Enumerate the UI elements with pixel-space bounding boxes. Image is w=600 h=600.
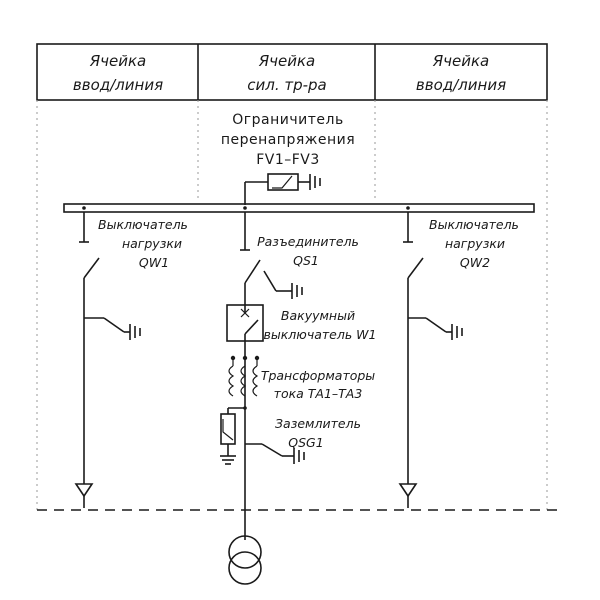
left-switch-label-line1: Выключатель bbox=[98, 217, 188, 232]
header-frame bbox=[36, 43, 548, 101]
bus-tap-dot bbox=[82, 206, 86, 210]
left-switch-label-line3: QW1 bbox=[139, 255, 169, 270]
earth-switch-blade bbox=[425, 317, 447, 333]
power-transformer-winding-icon bbox=[228, 551, 262, 585]
cable-termination-icon bbox=[398, 483, 418, 498]
surge-arrester-label: Ограничитель перенапряжения FV1–FV3 bbox=[221, 112, 355, 168]
ct-terminal-dot bbox=[242, 355, 248, 361]
ct-label-line1: Трансформаторы bbox=[261, 368, 375, 383]
earth-switch-blade bbox=[263, 270, 277, 292]
vacuum-breaker-label-line1: Вакуумный bbox=[281, 308, 355, 323]
surge-arrester-label-line3: FV1–FV3 bbox=[256, 152, 320, 168]
header-table: Ячейка ввод/линия Ячейка сил. тр-ра Ячей… bbox=[36, 43, 548, 101]
earthing-switch-label-line2: QSG1 bbox=[288, 435, 323, 450]
earth-switch-blade bbox=[261, 443, 283, 457]
right-feeder: Выключатель нагрузки QW2 bbox=[398, 212, 519, 508]
disconnector-blade bbox=[244, 259, 261, 284]
right-switch-label-line1: Выключатель bbox=[429, 217, 519, 232]
surge-arrester-symbol bbox=[244, 173, 321, 205]
left-feeder: Выключатель нагрузки QW1 bbox=[74, 212, 188, 508]
earthing-switch-label-line1: Заземлитель bbox=[275, 416, 361, 431]
header-cell-2-title: Ячейка bbox=[258, 52, 316, 70]
local-arrester-mark bbox=[222, 419, 234, 441]
surge-arrester-label-line1: Ограничитель bbox=[232, 112, 343, 128]
header-cell-3-title: Ячейка bbox=[432, 52, 490, 70]
surge-arrester-label-line2: перенапряжения bbox=[221, 132, 355, 148]
right-switch-label-line3: QW2 bbox=[460, 255, 490, 270]
header-cell-3-subtitle: ввод/линия bbox=[416, 76, 506, 94]
load-switch-blade bbox=[83, 257, 100, 279]
ct-winding-icon bbox=[252, 365, 259, 397]
bus-tap-dot bbox=[243, 206, 247, 210]
disconnector-label-line2: QS1 bbox=[293, 253, 319, 268]
breaker-x-mark bbox=[240, 308, 250, 318]
earth-switch-blade bbox=[103, 317, 125, 333]
disconnector-label-line1: Разъединитель bbox=[257, 234, 359, 249]
power-transformer-winding-icon bbox=[228, 535, 262, 569]
header-cell-1-title: Ячейка bbox=[89, 52, 147, 70]
ct-winding-icon bbox=[228, 365, 235, 397]
ct-label-line2: тока ТА1–ТА3 bbox=[274, 386, 363, 401]
vacuum-breaker-label-line2: выключатель W1 bbox=[264, 327, 377, 342]
busbar-body bbox=[63, 203, 535, 213]
busbar bbox=[63, 203, 535, 213]
ct-winding-icon bbox=[240, 365, 247, 397]
left-switch-label-line2: нагрузки bbox=[122, 236, 182, 251]
bus-tap-dot bbox=[406, 206, 410, 210]
load-switch-blade bbox=[407, 257, 424, 279]
header-cell-1-subtitle: ввод/линия bbox=[73, 76, 163, 94]
transformer-feeder: Разъединитель QS1 Вакуумный выключатель … bbox=[220, 212, 377, 585]
arrester-nonlinear-mark bbox=[272, 175, 293, 189]
right-switch-label-line2: нагрузки bbox=[445, 236, 505, 251]
cable-termination-icon bbox=[74, 483, 94, 498]
tap-dot bbox=[243, 406, 247, 410]
header-cell-2-subtitle: сил. тр-ра bbox=[247, 76, 327, 94]
breaker-blade bbox=[244, 319, 259, 335]
